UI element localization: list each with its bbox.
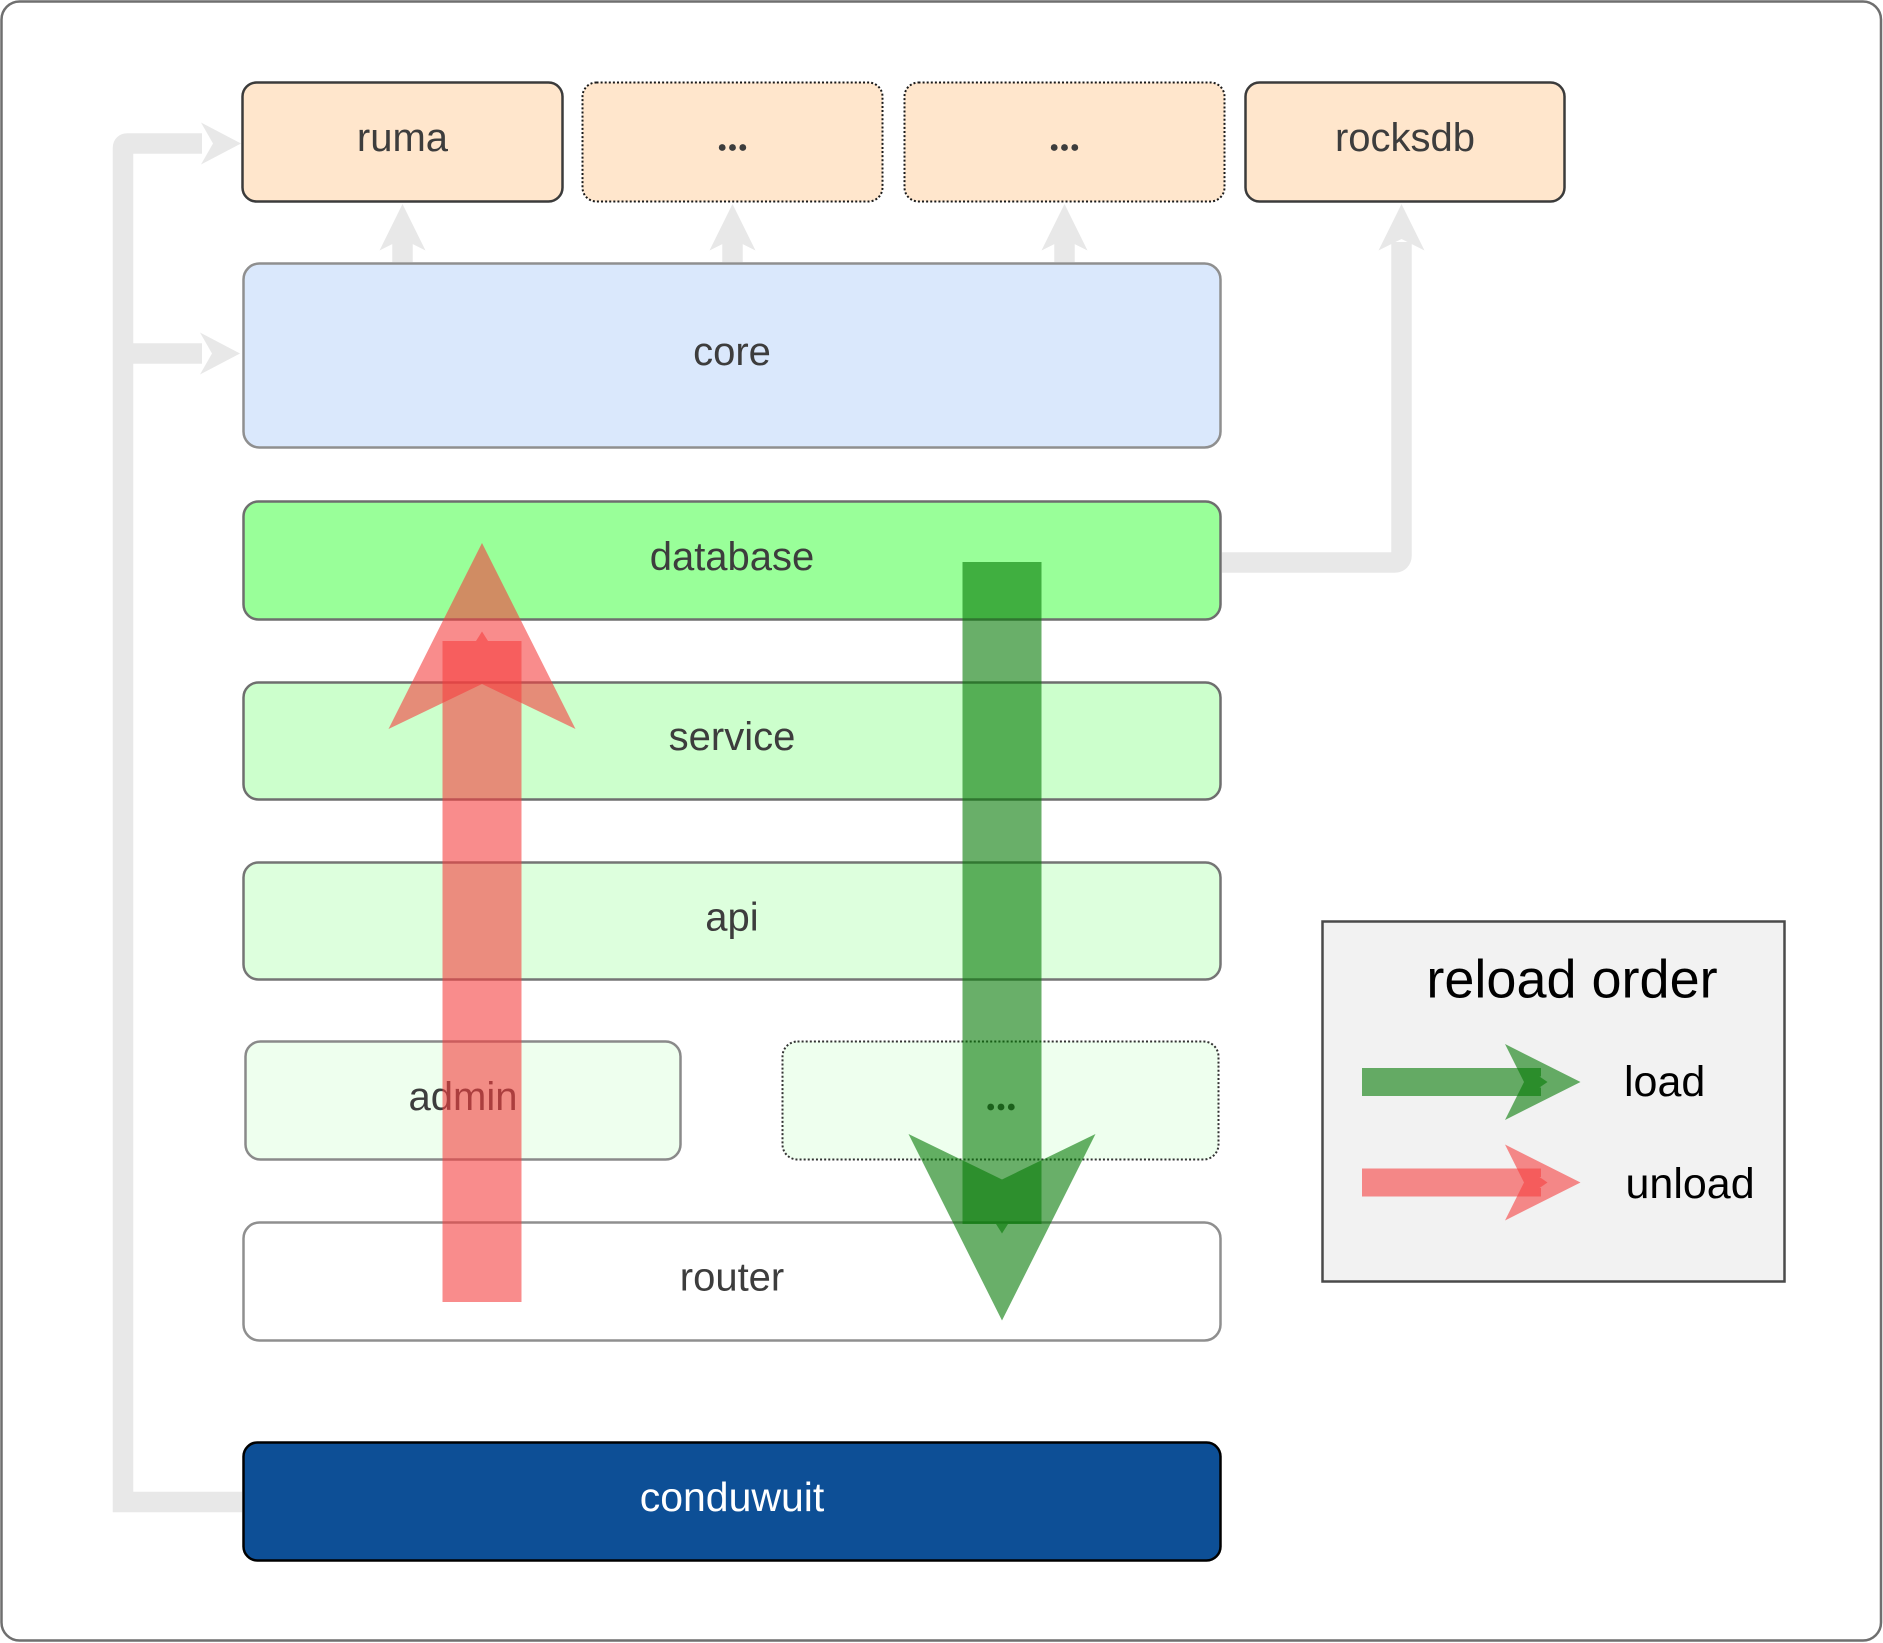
svg-text:rocksdb: rocksdb	[1335, 116, 1475, 160]
svg-text:unload: unload	[1626, 1160, 1755, 1208]
svg-text:ruma: ruma	[357, 116, 449, 160]
svg-text:core: core	[693, 330, 771, 374]
svg-text:reload order: reload order	[1426, 950, 1717, 1010]
svg-text:database: database	[650, 535, 815, 579]
svg-text:conduwuit: conduwuit	[640, 1474, 825, 1520]
svg-text:service: service	[669, 715, 796, 759]
svg-text:api: api	[705, 896, 758, 940]
svg-text:load: load	[1624, 1058, 1705, 1106]
svg-text:router: router	[680, 1256, 785, 1300]
